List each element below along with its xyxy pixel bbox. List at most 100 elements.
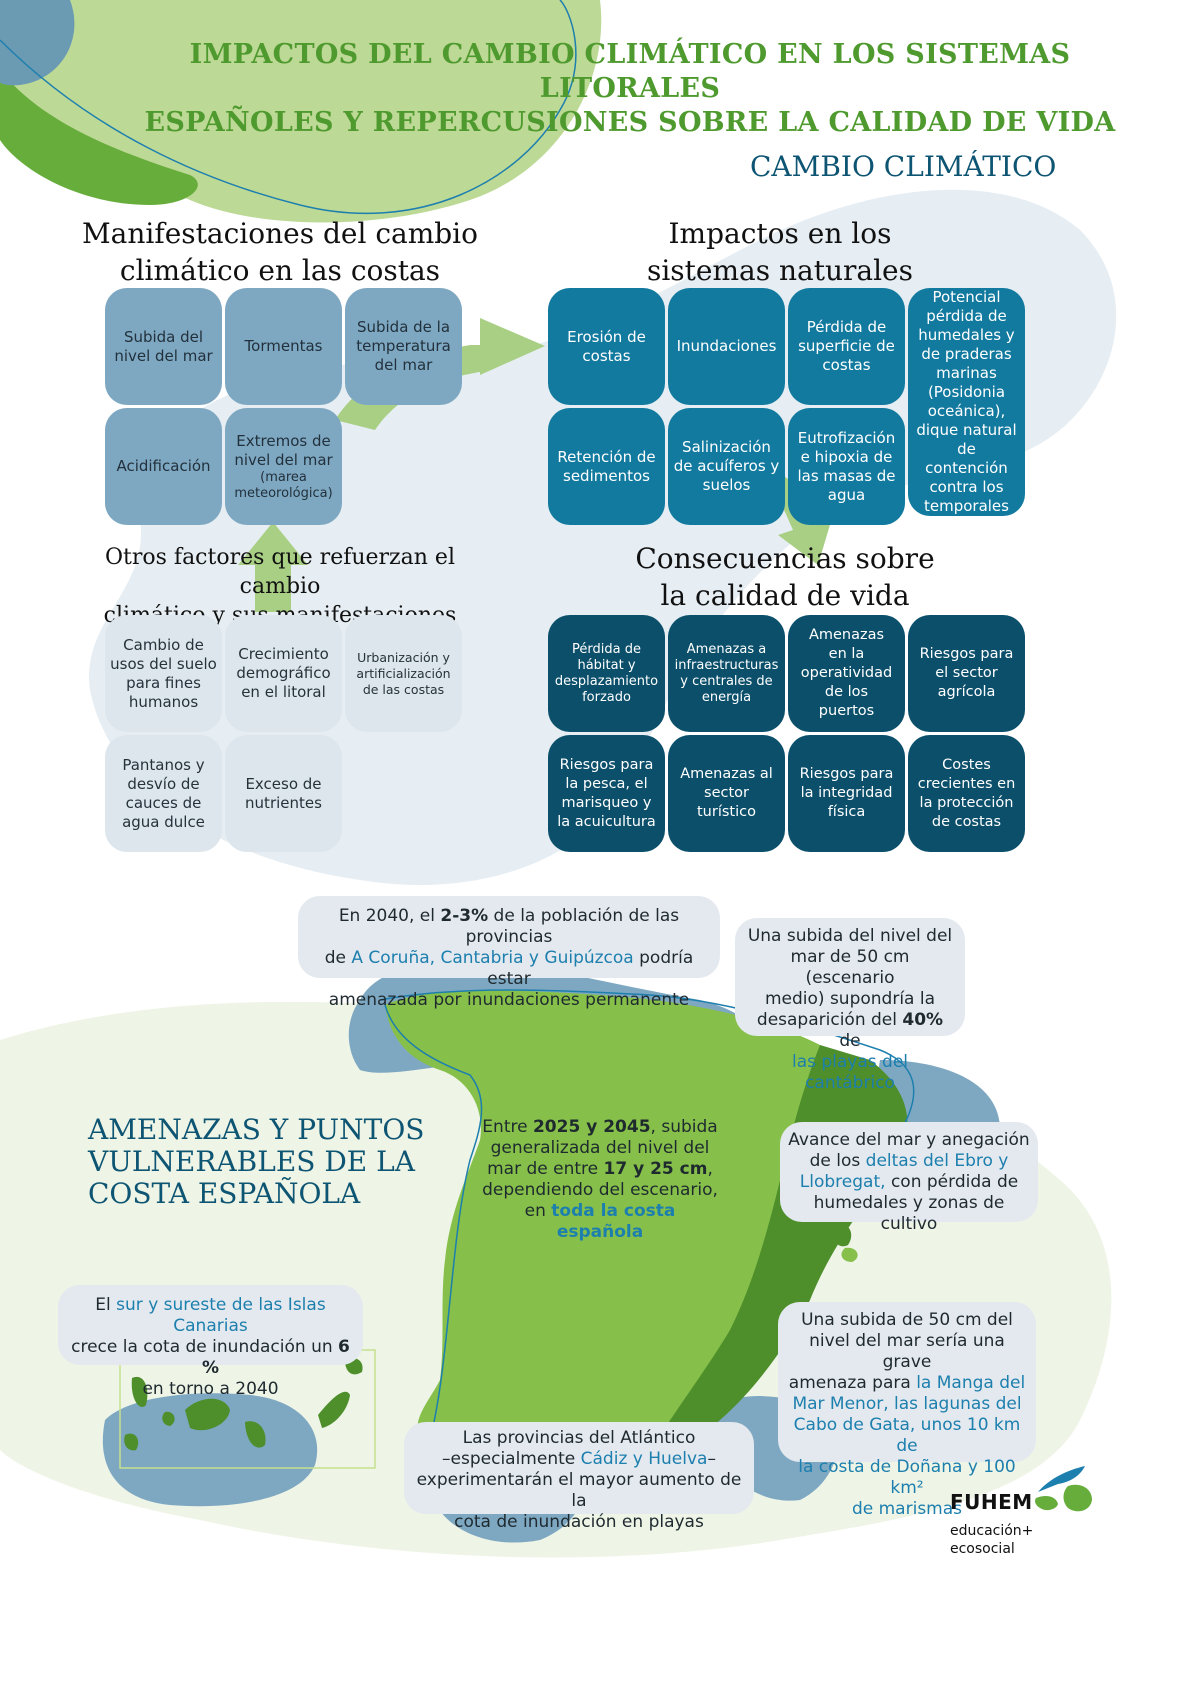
box-perdida-habitat: Pérdida de hábitat y desplazamiento forz… <box>548 615 665 732</box>
canarias-p3: en torno a 2040 <box>142 1379 279 1399</box>
centro-p4: mar de entre <box>487 1159 604 1179</box>
callout-cantabrico: Una subida del nivel del mar de 50 cm (e… <box>735 918 965 1093</box>
callout-norte: En 2040, el 2-3% de la población de las … <box>298 896 720 1010</box>
ebro-p3: con pérdida de <box>885 1172 1019 1192</box>
island-canarias-6 <box>318 1391 350 1428</box>
manga-h5: de marismas <box>851 1499 963 1519</box>
centro-b1: 2025 y 2045 <box>532 1117 651 1137</box>
norte-p4: podría estar <box>487 948 694 989</box>
norte-p1: En 2040, el <box>338 906 441 926</box>
centro-h1: toda la costa española <box>551 1201 676 1242</box>
fuhem-logo-mark-icon <box>1035 1466 1092 1512</box>
canarias-h1: sur y sureste de las Islas Canarias <box>116 1295 326 1336</box>
box-retencion-sedimentos: Retención de sedimentos <box>548 408 665 525</box>
box-amenazas-turismo: Amenazas al sector turístico <box>668 735 785 852</box>
box-inundaciones: Inundaciones <box>668 288 785 405</box>
zone-canarias <box>102 1393 318 1507</box>
main-title: IMPACTOS DEL CAMBIO CLIMÁTICO EN LOS SIS… <box>100 38 1160 140</box>
box-subida-nivel-mar: Subida del nivel del mar <box>105 288 222 405</box>
box-extremos-label: Extremos de nivel del mar <box>234 431 333 469</box>
coast-line-north <box>379 989 915 1141</box>
island-baleares-2 <box>834 1224 852 1247</box>
box-costes-proteccion: Costes crecientes en la protección de co… <box>908 735 1025 852</box>
island-canarias-4 <box>124 1433 139 1451</box>
callout-centro: Entre 2025 y 2045, subida generalizada d… <box>480 1117 720 1243</box>
cantabrico-p5: de <box>839 1031 861 1051</box>
box-perdida-humedales: Potencial pérdida de humedales y de prad… <box>908 288 1025 516</box>
island-canarias-2 <box>162 1411 175 1426</box>
peninsula-light <box>385 990 883 1470</box>
norte-h1: A Coruña, Cantabria y Guipúzcoa <box>351 948 634 968</box>
box-riesgos-integridad: Riesgos para la integridad física <box>788 735 905 852</box>
box-extremos-note: (marea meteorológica) <box>234 469 333 501</box>
atlantico-p1: Las provincias del Atlántico <box>462 1428 696 1448</box>
ebro-p1: Avance del mar y anegación <box>788 1130 1030 1150</box>
centro-p7: en <box>524 1201 552 1221</box>
box-crecimiento-demografico: Crecimiento demográfico en el litoral <box>225 615 342 732</box>
atlantico-p5: cota de inundación en playas <box>454 1512 704 1532</box>
callout-atlantico: Las provincias del Atlántico –especialme… <box>404 1422 754 1532</box>
bg-green-blob-dark <box>0 70 198 205</box>
norte-p5: amenazada por inundaciones permanente <box>328 990 690 1010</box>
centro-p6: dependiendo del escenario, <box>482 1180 718 1200</box>
manga-h3: Cabo de Gata, unos 10 km de <box>793 1415 1021 1456</box>
cantabrico-h1: las playas del cantábrico <box>791 1052 909 1093</box>
box-eutrofizacion: Eutrofización e hipoxia de las masas de … <box>788 408 905 525</box>
main-title-line2: ESPAÑOLES Y REPERCUSIONES SOBRE LA CALID… <box>144 107 1116 138</box>
norte-p3: de <box>324 948 352 968</box>
box-subida-temperatura-mar: Subida de la temperatura del mar <box>345 288 462 405</box>
manga-p2: nivel del mar sería una grave <box>809 1331 1005 1372</box>
ebro-h1: deltas del Ebro y <box>865 1151 1009 1171</box>
atlantico-p2: –especialmente <box>442 1449 581 1469</box>
cantabrico-p1: Una subida del nivel del <box>747 926 953 946</box>
arrow-up-from-otros <box>238 522 308 612</box>
box-exceso-nutrientes: Exceso de nutrientes <box>225 735 342 852</box>
centro-b2: 17 y 25 cm <box>603 1159 708 1179</box>
centro-p1: Entre <box>482 1117 533 1137</box>
cantabrico-p2: mar de 50 cm (escenario <box>790 947 910 988</box>
manga-h1: la Manga del <box>916 1373 1026 1393</box>
cantabrico-b1: 40% <box>902 1010 944 1030</box>
canarias-b1: 6 % <box>201 1337 350 1378</box>
centro-p3: generalizada del nivel del <box>490 1138 710 1158</box>
fuhem-logo: FUHEM educación+ ecosocial <box>948 1460 1168 1580</box>
bg-blue-blob <box>0 0 75 86</box>
box-amenazas-puertos: Amenazas en la operatividad de los puert… <box>788 615 905 732</box>
atlantico-p4: experimentarán el mayor aumento de la <box>416 1470 742 1511</box>
heading-consecuencias: Consecuencias sobre la calidad de vida <box>635 542 935 612</box>
fuhem-tagline-line2: ecosocial <box>950 1541 1015 1557</box>
section-title-cambio-climatico: CAMBIO CLIMÁTICO <box>750 150 1057 183</box>
atlantico-p3: – <box>707 1449 716 1469</box>
centro-p5: , <box>707 1159 713 1179</box>
island-baleares-3 <box>841 1247 858 1262</box>
box-pantanos: Pantanos y desvío de cauces de agua dulc… <box>105 735 222 852</box>
manga-p1: Una subida de 50 cm del <box>801 1310 1013 1330</box>
heading-impactos: Impactos en los sistemas naturales <box>646 217 913 287</box>
ebro-p4: humedales y zonas de cultivo <box>813 1193 1005 1234</box>
centro-p2: , subida <box>650 1117 718 1137</box>
ebro-h2: Llobregat, <box>799 1172 886 1192</box>
box-urbanizacion: Urbanización y artificialización de las … <box>345 615 462 732</box>
island-canarias-3 <box>185 1398 230 1431</box>
norte-b1: 2-3% <box>440 906 489 926</box>
manga-p3: amenaza para <box>788 1373 917 1393</box>
canarias-p1: El <box>95 1295 117 1315</box>
section-title-amenazas: AMENAZAS Y PUNTOS VULNERABLES DE LA COST… <box>88 1114 424 1210</box>
cantabrico-p3: medio) supondría la <box>764 989 936 1009</box>
box-erosion-costas: Erosión de costas <box>548 288 665 405</box>
box-tormentas: Tormentas <box>225 288 342 405</box>
callout-canarias: El sur y sureste de las Islas Canarias c… <box>58 1285 363 1399</box>
coast-line-west <box>384 1004 483 1441</box>
cantabrico-p4: desaparición del <box>756 1010 903 1030</box>
callout-ebro: Avance del mar y anegación de los deltas… <box>780 1122 1038 1234</box>
manga-h2: Mar Menor, las lagunas del <box>792 1394 1022 1414</box>
fuhem-tagline-line1: educación+ <box>950 1523 1034 1539</box>
island-canarias-5 <box>245 1421 266 1448</box>
box-amenazas-infraestructuras: Amenazas a infraestructuras y centrales … <box>668 615 785 732</box>
heading-manifestaciones: Manifestaciones del cambio climático en … <box>82 217 478 287</box>
ebro-p2: de los <box>809 1151 866 1171</box>
callout-manga: Una subida de 50 cm del nivel del mar se… <box>778 1302 1036 1519</box>
amenazas-title-line3: COSTA ESPAÑOLA <box>88 1177 361 1210</box>
norte-p2: de la población de las provincias <box>465 906 680 947</box>
box-extremos-nivel-mar: Extremos de nivel del mar (marea meteoro… <box>225 408 342 525</box>
